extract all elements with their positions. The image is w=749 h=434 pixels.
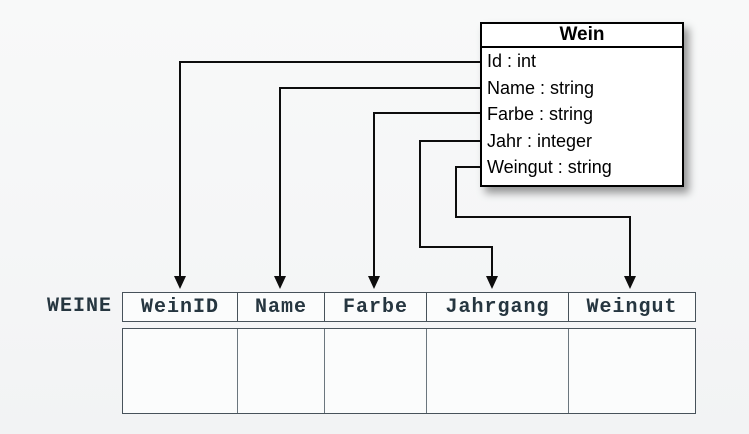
column-header-weinid: WeinID: [140, 295, 219, 319]
column-header-name: Name: [237, 293, 324, 321]
class-attribute-farbe: Farbe : string: [487, 104, 594, 124]
arrow-weingut-to-weingut: [455, 166, 636, 289]
table-header-row: WeinID Name Farbe Jahrgang Weingut: [122, 292, 696, 322]
arrow-farbe-to-farbe: [368, 112, 480, 289]
table-cell-farbe: [324, 329, 426, 413]
table-body-row: [122, 328, 696, 414]
table-name-label: WEINE: [46, 295, 112, 318]
column-header-weingut: Weingut: [568, 293, 695, 321]
column-header-farbe: Farbe: [324, 293, 426, 321]
table-cell-jahrgang: [426, 329, 568, 413]
class-attribute-id: Id : int: [487, 51, 537, 71]
class-title: Wein: [482, 24, 682, 48]
table-cell-name: [237, 329, 324, 413]
table-cell-weingut: [568, 329, 695, 413]
table-cell-weinid: [123, 329, 237, 413]
arrow-name-to-name: [274, 87, 480, 289]
arrow-id-to-weinid: [174, 61, 480, 289]
class-attribute-weingut: Weingut : string: [487, 157, 612, 177]
uml-class-wein: Wein Id : int Name : string Farbe : stri…: [480, 22, 684, 187]
class-attribute-jahr: Jahr : integer: [487, 130, 593, 151]
class-attribute-name: Name : string: [487, 77, 595, 98]
column-header-jahrgang: Jahrgang: [426, 293, 568, 321]
arrow-jahr-to-jahrgang: [419, 140, 498, 289]
class-attribute-list: Id : int Name : string Farbe : string Ja…: [482, 48, 682, 181]
